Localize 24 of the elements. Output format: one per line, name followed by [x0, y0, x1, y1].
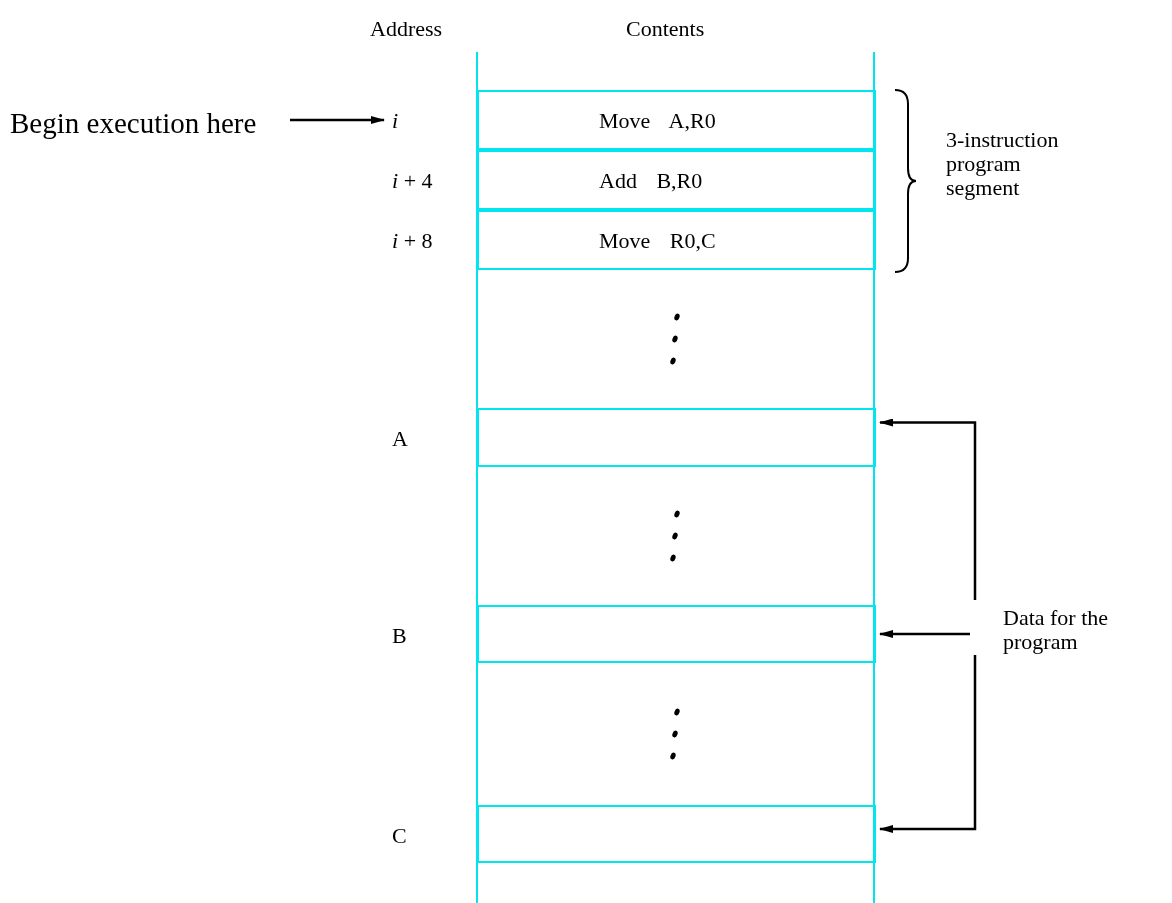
address-label: C: [392, 822, 407, 850]
memory-word-row: [390, 210, 876, 270]
arrow: [879, 630, 970, 638]
column-heading: Contents: [626, 15, 705, 43]
memory-word-row: [390, 408, 876, 467]
address-label: i + 8: [392, 227, 433, 255]
data-note: Data for the program: [1003, 606, 1110, 654]
memory-word-row: [390, 605, 876, 663]
address-label: A: [392, 425, 408, 453]
arrow: [290, 116, 385, 124]
memory-word-row: [390, 90, 876, 150]
address-label: B: [392, 622, 407, 650]
address-label: i + 4: [392, 167, 433, 195]
arrow: [879, 655, 977, 833]
address-label: i: [392, 107, 399, 135]
column-heading: Address: [370, 15, 443, 43]
bracket-label: 3-instruction program segment: [946, 128, 1060, 200]
instruction-text: Add B,R0: [599, 166, 703, 195]
arrow: [879, 418, 977, 600]
memory-word-row: [390, 150, 876, 210]
instruction-text: Move R0,C: [599, 226, 716, 255]
memory-word-row: [390, 805, 876, 863]
instruction-text: Move A,R0: [599, 106, 716, 135]
start-note: Begin execution here: [10, 102, 257, 146]
